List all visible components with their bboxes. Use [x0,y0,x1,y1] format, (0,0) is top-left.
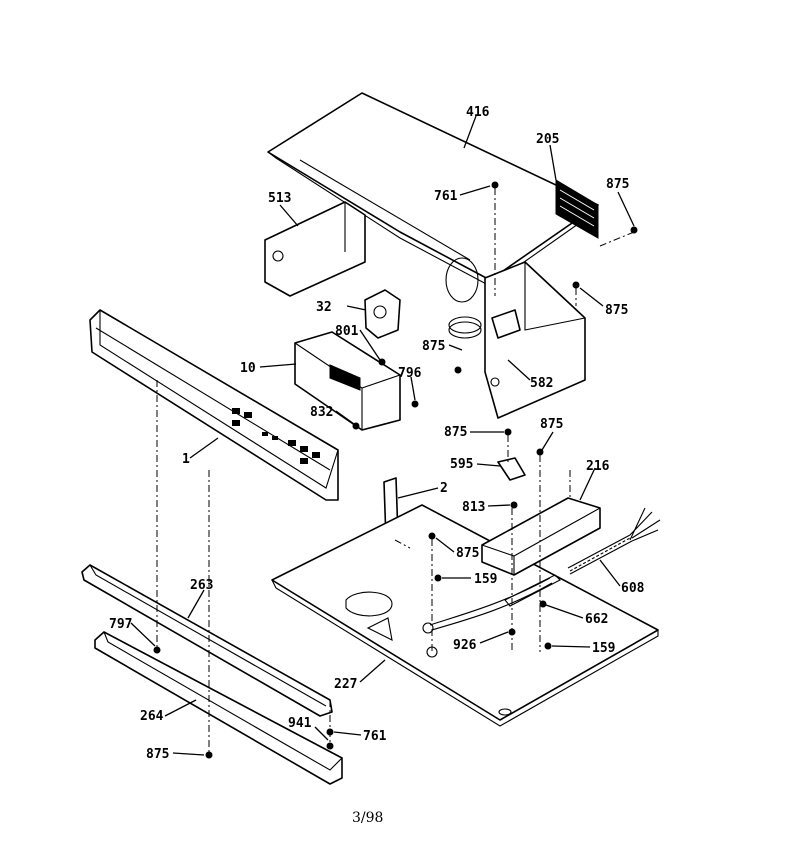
callout-941: 941 [288,716,312,731]
callout-875: 875 [146,747,169,762]
leader-lines [130,115,635,756]
electronic-control [294,331,401,431]
callout-416: 416 [466,105,490,120]
page-code: 3/98 [352,810,383,826]
power-cord [567,507,661,575]
harness-coil [448,309,521,339]
callout-216: 216 [586,459,610,474]
callout-832: 832 [310,405,333,420]
callout-761: 761 [363,729,387,744]
callout-813: 813 [462,500,485,515]
left-side-panel [264,201,366,297]
callout-875: 875 [540,417,563,432]
callout-797: 797 [109,617,132,632]
callout-32: 32 [316,300,332,315]
right-side-panel [484,261,586,419]
callout-875: 875 [444,425,467,440]
callout-875: 875 [422,339,445,354]
callout-796: 796 [398,366,422,381]
lower-trim [81,564,333,717]
callouts: 416 205 875 761 513 875 32 801 875 10 58… [109,105,645,762]
callout-513: 513 [268,191,291,206]
lower-panel [94,631,343,785]
bottom-plate [271,504,659,727]
callout-926: 926 [453,638,477,653]
callout-205: 205 [536,132,559,147]
callout-264: 264 [140,709,164,724]
callout-662: 662 [585,612,608,627]
callout-801: 801 [335,324,359,339]
callout-2: 2 [440,481,448,496]
callout-875: 875 [456,546,479,561]
callout-595: 595 [450,457,473,472]
callout-227: 227 [334,677,357,692]
terminal-box [481,497,601,576]
callout-10: 10 [240,361,256,376]
control-panel [89,309,339,501]
callout-263: 263 [190,578,213,593]
wire-clamp [497,457,526,481]
callout-159: 159 [474,572,497,587]
assembly-lines [156,188,635,753]
vent-grille [555,179,599,239]
callout-1: 1 [182,452,190,467]
callout-875: 875 [605,303,628,318]
top-cover [267,92,599,287]
callout-761: 761 [434,189,458,204]
door-lock-motor [364,289,401,339]
callout-582: 582 [530,376,553,391]
callout-608: 608 [621,581,645,596]
callout-159: 159 [592,641,615,656]
callout-875: 875 [606,177,629,192]
